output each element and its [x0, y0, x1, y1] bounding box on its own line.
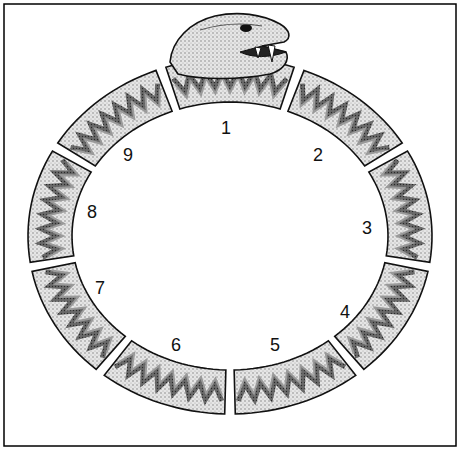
body-segment [28, 151, 91, 262]
callout-number: 3 [362, 219, 372, 237]
mouth [240, 46, 286, 57]
zigzag-shade [238, 353, 341, 395]
body-segment [288, 70, 402, 166]
segment-outline [288, 70, 402, 166]
zigzag-shade [381, 163, 412, 257]
snake-head [170, 14, 289, 79]
zigzag-shade [300, 89, 384, 154]
body-segment [369, 151, 432, 262]
segment-outline [28, 151, 91, 262]
body-segment [104, 341, 226, 414]
zigzag-shade [76, 89, 160, 154]
head-outline [170, 14, 289, 79]
body-segment [234, 341, 356, 414]
body-segment [32, 263, 125, 370]
segment-outline [104, 341, 226, 414]
callout-number: 5 [270, 336, 280, 354]
segment-outline [369, 151, 432, 262]
segment-outline [234, 341, 356, 414]
zigzag-shade [119, 353, 222, 395]
callout-number: 7 [95, 279, 105, 297]
head-scale-line [200, 24, 262, 30]
zigzag-shade [51, 270, 112, 353]
body-segment [58, 70, 172, 166]
callout-number: 4 [340, 303, 350, 321]
segment-outline [58, 70, 172, 166]
zigzag-shade [348, 270, 409, 353]
callout-number: 9 [123, 146, 133, 164]
callout-number: 6 [171, 336, 181, 354]
frame [4, 4, 456, 446]
eye [240, 24, 252, 32]
fangs [255, 45, 275, 62]
callout-number: 8 [87, 203, 97, 221]
segment-outline [335, 263, 428, 370]
callout-number: 1 [221, 119, 231, 137]
zigzag-shade [47, 163, 78, 257]
zigzag-shade [175, 77, 285, 98]
segment-outline [32, 263, 125, 370]
callout-number: 2 [313, 146, 323, 164]
snake-body [28, 58, 432, 414]
body-segment [335, 263, 428, 370]
